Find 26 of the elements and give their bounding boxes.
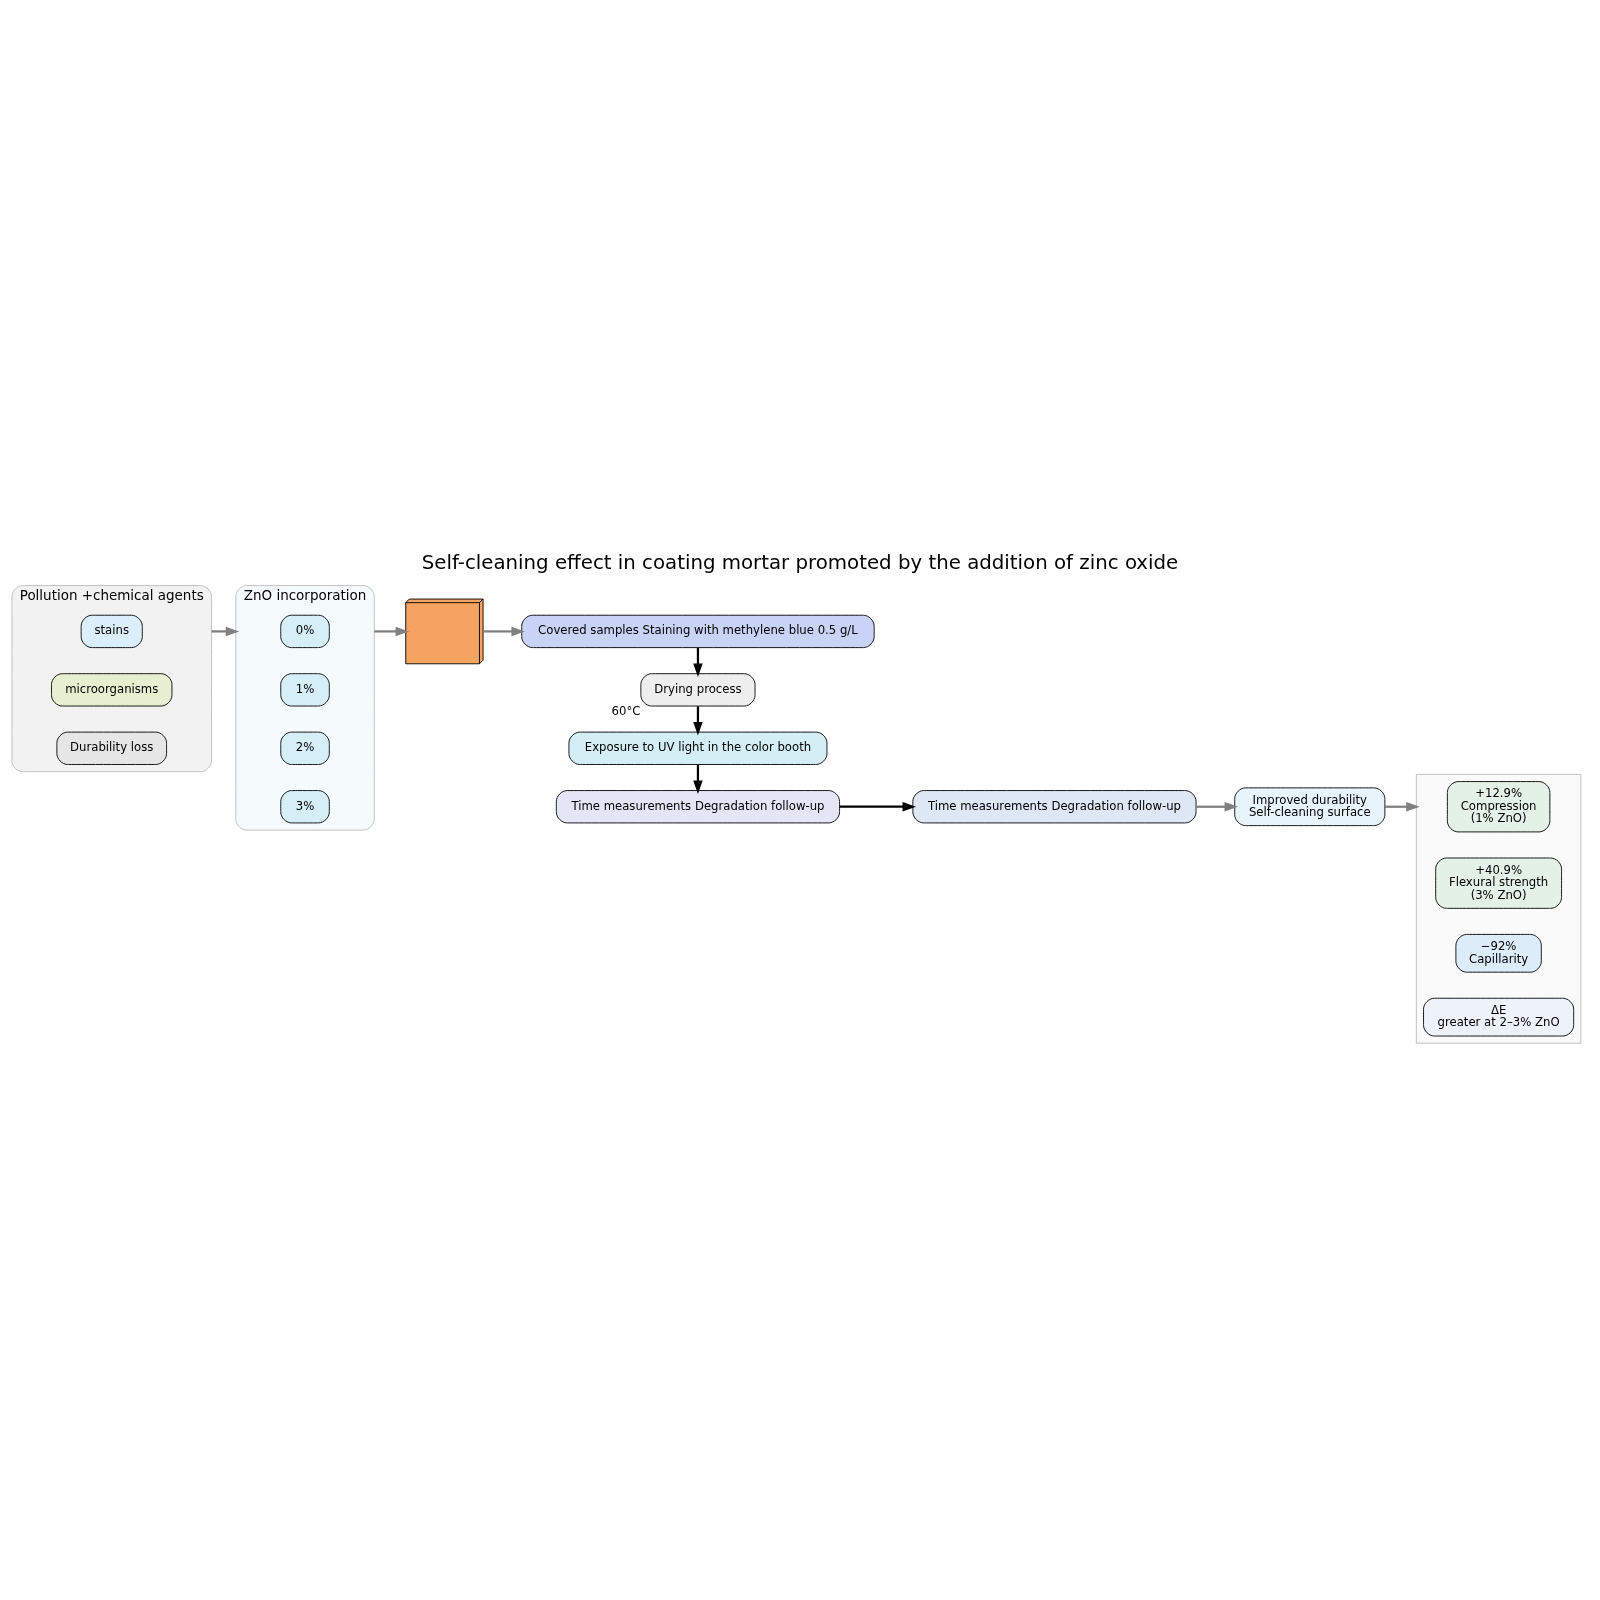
node-box: 3% — [280, 790, 330, 824]
node-box: Time measurements Degradation follow-up — [555, 790, 840, 824]
node-box: +40.9% Flexural strength (3% ZnO) — [1435, 857, 1562, 909]
arrow — [839, 802, 917, 812]
diagram-title: Self-cleaning effect in coating mortar promoted by the addition of zinc oxide — [421, 551, 1179, 575]
node-box: Durability loss — [56, 731, 167, 765]
node-box: Exposure to UV light in the color booth — [568, 731, 828, 765]
node-box: +12.9% Compression (1% ZnO) — [1446, 781, 1551, 833]
node-box: 2% — [280, 731, 330, 765]
node-box: Covered samples Staining with methylene blue 0.5 g/L — [521, 614, 875, 649]
node-box: Drying process — [640, 673, 756, 707]
node-box: microorganisms — [51, 673, 173, 707]
node-box: −92% Capillarity — [1455, 933, 1542, 973]
node-box: ΔE greater at 2–3% ZnO — [1423, 997, 1575, 1037]
arrow — [1196, 802, 1239, 812]
cluster — [1415, 773, 1582, 1044]
arrow — [483, 626, 525, 637]
node-box: 0% — [280, 614, 330, 649]
node-label: 60°C — [611, 704, 641, 719]
arrow — [211, 626, 240, 637]
arrow — [374, 626, 410, 637]
node-box: Improved durability Self-cleaning surface — [1234, 787, 1386, 827]
node-box: stains — [80, 614, 143, 649]
arrow — [1384, 802, 1420, 812]
node-box: Time measurements Degradation follow-up — [912, 790, 1197, 824]
node-box: 1% — [280, 673, 330, 707]
